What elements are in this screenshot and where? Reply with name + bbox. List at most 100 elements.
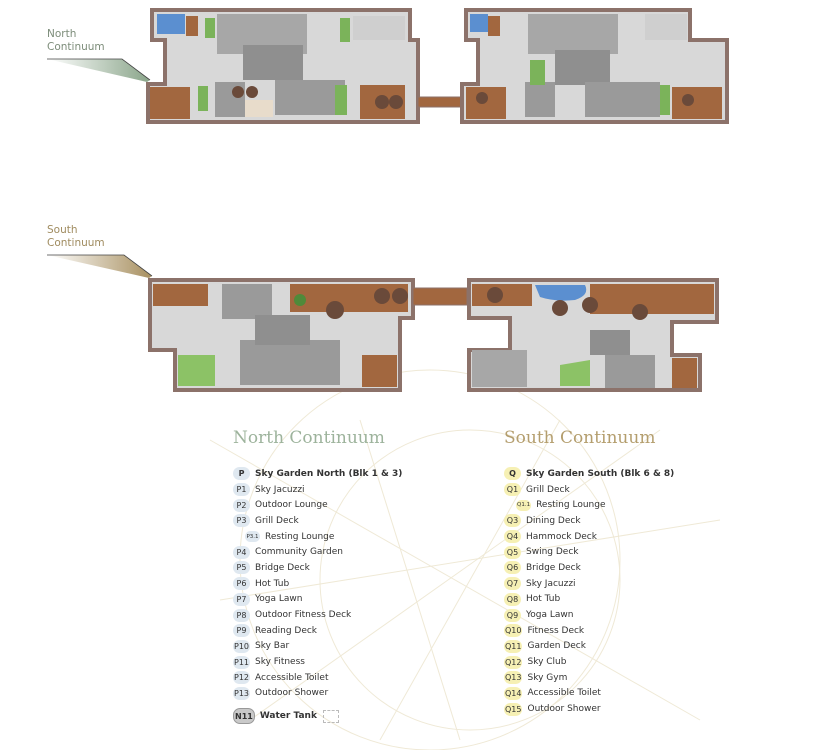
- tree: [552, 300, 568, 316]
- roof-building: [555, 50, 610, 85]
- deck: [488, 16, 500, 36]
- legend-item: Q8 Hot Tub: [504, 592, 674, 608]
- legend-label: Resting Lounge: [265, 531, 335, 542]
- legend-label: Sky Gym: [527, 672, 568, 683]
- tree: [476, 92, 488, 104]
- legend-label: Community Garden: [255, 547, 343, 558]
- legend-label: Garden Deck: [527, 641, 586, 652]
- legend-label: Outdoor Lounge: [255, 500, 328, 511]
- roof-building: [255, 315, 310, 345]
- legend-label: Sky Garden South (Blk 6 & 8): [526, 468, 675, 479]
- deck: [672, 87, 722, 119]
- sky-jacuzzi: [470, 14, 488, 32]
- lawn-strip: [335, 85, 347, 115]
- deck: [362, 355, 397, 387]
- legend-label: Bridge Deck: [255, 562, 310, 573]
- legend-label: Reading Deck: [255, 625, 318, 636]
- legend-label: Accessible Toilet: [527, 688, 601, 699]
- legend-code-badge: Q14: [504, 686, 523, 700]
- legend-label: Outdoor Fitness Deck: [255, 610, 352, 621]
- deck: [590, 284, 714, 314]
- tree: [582, 297, 598, 313]
- legend-code-badge: Q7: [504, 577, 521, 591]
- legend-label: Hot Tub: [255, 578, 290, 589]
- deck: [153, 284, 208, 306]
- roof-building: [528, 14, 618, 54]
- hot-tub-deck: [245, 100, 273, 117]
- legend-code-badge: P10: [233, 639, 251, 653]
- legend-code-badge: Q15: [504, 702, 523, 716]
- lawn-strip: [198, 86, 208, 111]
- legend-code-badge: Q1.1: [516, 499, 532, 511]
- legend-code-badge: N11: [233, 708, 255, 725]
- north-continuum-callout: North Continuum: [47, 28, 105, 54]
- legend-label: Yoga Lawn: [255, 594, 303, 605]
- green-roof: [645, 14, 687, 40]
- legend-label: Fitness Deck: [527, 625, 585, 636]
- legend-code-badge: Q8: [504, 592, 521, 606]
- legend-item-water-tank: N11 Water Tank: [233, 708, 402, 725]
- north-callout-pointer-line: [47, 58, 151, 81]
- north-plan-right: [460, 8, 729, 124]
- legend-item: Q15 Outdoor Shower: [504, 701, 674, 717]
- north-plan-left: [146, 8, 420, 124]
- water-tank-swatch: [322, 709, 339, 723]
- roof-building: [585, 82, 660, 117]
- legend-code-badge: P13: [233, 686, 251, 700]
- legend-code-badge: Q10: [504, 624, 523, 638]
- legend-code-badge: P: [233, 467, 250, 481]
- legend-code-badge: P1: [233, 483, 250, 497]
- tree: [487, 287, 503, 303]
- legend-title: South Continuum: [504, 428, 656, 448]
- deck: [672, 358, 697, 388]
- legend-label: Grill Deck: [526, 484, 570, 495]
- legend-code-badge: Q5: [504, 545, 521, 559]
- legend-item: P4 Community Garden: [233, 544, 402, 560]
- site-plans: [47, 8, 729, 392]
- legend-code-badge: P12: [233, 671, 251, 685]
- legend-label: Outdoor Shower: [527, 704, 601, 715]
- legend-label: Sky Bar: [255, 641, 290, 652]
- legend-item: Q14 Accessible Toilet: [504, 686, 674, 702]
- roof-building: [275, 80, 345, 115]
- legend-code-badge: Q6: [504, 561, 521, 575]
- legend-label: Sky Club: [527, 657, 567, 668]
- deck: [466, 87, 506, 119]
- tree: [326, 301, 344, 319]
- legend-code-badge: P4: [233, 545, 250, 559]
- lawn-strip: [340, 18, 350, 42]
- legend-item: P10 Sky Bar: [233, 639, 402, 655]
- tree: [374, 288, 390, 304]
- legend-item: P Sky Garden North (Blk 1 & 3): [233, 466, 402, 482]
- legend-code-badge: P7: [233, 592, 250, 606]
- deck: [290, 284, 408, 312]
- legend-label: Sky Garden North (Blk 1 & 3): [255, 468, 403, 479]
- tree: [682, 94, 694, 106]
- legend-code-badge: P6: [233, 577, 250, 591]
- lawn-strip: [660, 85, 670, 115]
- legend-code-badge: P3: [233, 514, 250, 528]
- legend-label: Yoga Lawn: [526, 610, 574, 621]
- legend-label: Hot Tub: [526, 594, 561, 605]
- north-bridge-deck: [417, 96, 463, 108]
- tree: [232, 86, 244, 98]
- north-callout-pointer: [47, 59, 150, 82]
- legend-code-badge: P8: [233, 608, 250, 622]
